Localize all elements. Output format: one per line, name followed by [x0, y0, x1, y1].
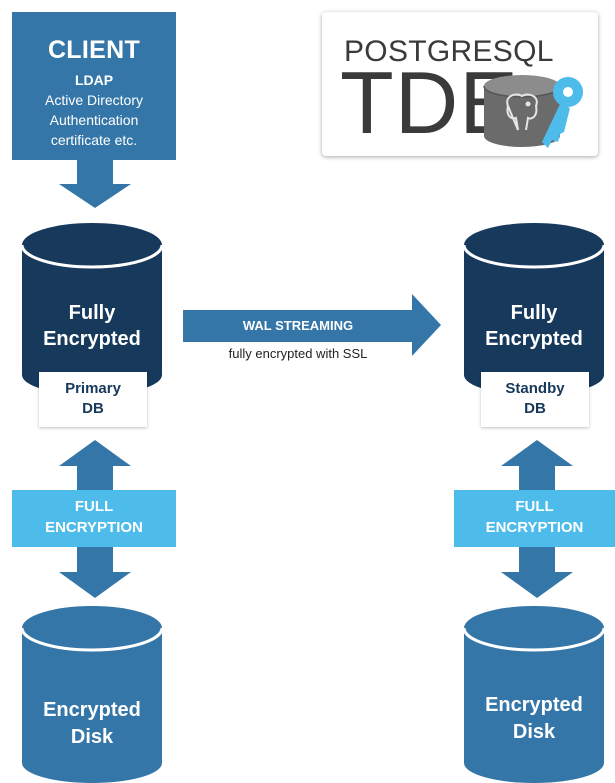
primary-cylinder-label: Fully Encrypted [22, 300, 162, 352]
left-full-encryption-band: FULL ENCRYPTION [12, 490, 176, 547]
key-icon [542, 77, 583, 148]
left-disk-label: Encrypted Disk [22, 697, 162, 751]
left-encrypted-disk [20, 606, 164, 783]
client-line-1: Active Directory [44, 92, 144, 108]
postgresql-tde-logo: POSTGRESQL TDE [322, 12, 598, 156]
wal-streaming-arrow [183, 294, 441, 356]
elephant-database-icon [483, 75, 561, 147]
wal-streaming-sublabel: fully encrypted with SSL [228, 346, 368, 361]
client-line-2: Authentication [49, 112, 139, 128]
primary-tag-line-1: Primary [65, 380, 121, 397]
client-title: CLIENT [47, 36, 141, 64]
standby-db-cylinder [462, 223, 606, 395]
right-disk-label: Encrypted Disk [464, 692, 604, 746]
standby-label-line-1: Fully [510, 302, 558, 324]
right-band-line-2: ENCRYPTION [485, 519, 584, 536]
right-encrypted-disk [462, 606, 606, 783]
left-band-line-2: ENCRYPTION [45, 519, 143, 536]
logo-title: POSTGRESQL [344, 35, 554, 68]
left-disk-line-2: Disk [70, 726, 114, 748]
standby-db-tag: Standby DB [481, 372, 589, 427]
left-double-arrow [59, 440, 131, 598]
wal-streaming-label: WAL STREAMING [242, 318, 354, 333]
client-line-3: certificate etc. [50, 132, 138, 148]
right-disk-line-1: Encrypted [485, 694, 583, 716]
standby-tag-line-1: Standby [505, 380, 565, 397]
primary-label-line-1: Fully [68, 302, 116, 324]
primary-db-cylinder [20, 223, 164, 395]
primary-db-tag: Primary DB [39, 372, 147, 427]
right-full-encryption-band: FULL ENCRYPTION [454, 490, 615, 547]
right-double-arrow [501, 440, 573, 598]
primary-tag-line-2: DB [82, 400, 104, 417]
client-down-arrow [59, 160, 131, 208]
client-subtitle: LDAP [74, 72, 114, 88]
left-disk-line-1: Encrypted [43, 699, 141, 721]
right-band-line-1: FULL [515, 498, 554, 515]
standby-label-line-2: Encrypted [485, 328, 583, 350]
primary-label-line-2: Encrypted [43, 328, 141, 350]
standby-tag-line-2: DB [524, 400, 546, 417]
standby-cylinder-label: Fully Encrypted [464, 300, 604, 352]
left-band-line-1: FULL [74, 498, 114, 515]
client-box: CLIENT LDAP Active Directory Authenticat… [12, 12, 176, 160]
right-disk-line-2: Disk [512, 721, 556, 743]
